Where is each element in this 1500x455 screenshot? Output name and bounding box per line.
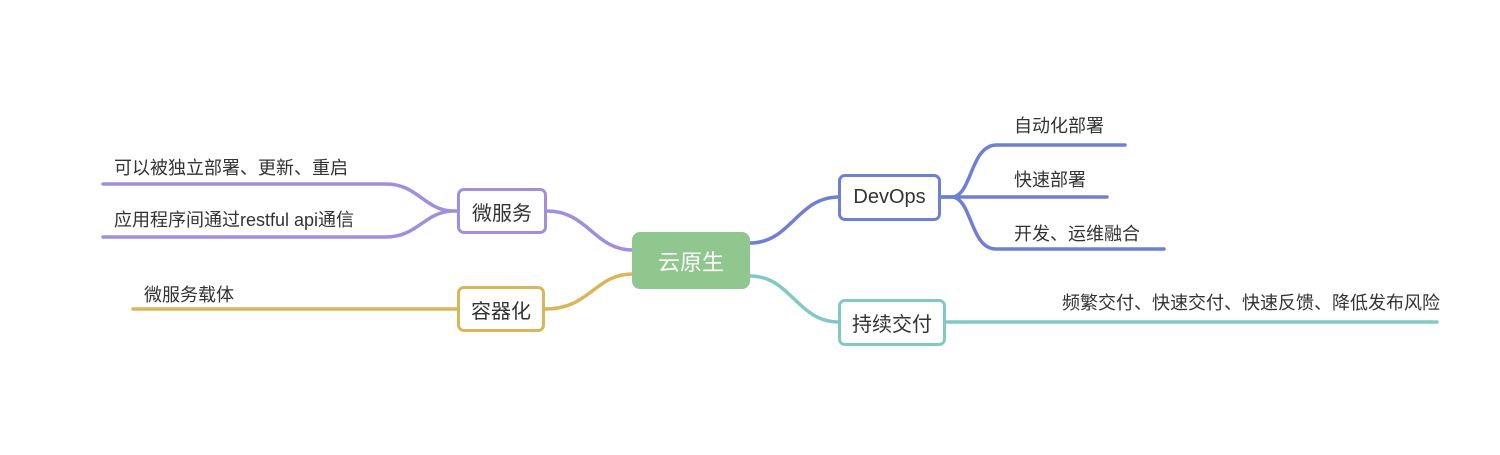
topic-containerization-carrier[interactable]: 微服务载体 <box>144 285 234 305</box>
root-node-cloud-native[interactable]: 云原生 <box>632 232 750 289</box>
topic-microservices-deploy-update-restart[interactable]: 可以被独立部署、更新、重启 <box>114 158 348 178</box>
edge-root-to-containerization <box>543 272 635 311</box>
branch-node-devops[interactable]: DevOps <box>838 174 941 221</box>
edge-root-to-microservices <box>545 209 635 252</box>
topic-devops-dev-ops-fusion[interactable]: 开发、运维融合 <box>1014 224 1140 244</box>
topic-devops-rapid-deployment[interactable]: 快速部署 <box>1014 170 1086 190</box>
edge-devops-child-3 <box>950 195 1166 251</box>
edge-root-to-continuous-delivery <box>748 274 841 324</box>
branch-node-continuous-delivery[interactable]: 持续交付 <box>838 299 946 346</box>
branch-node-microservices[interactable]: 微服务 <box>457 188 547 234</box>
topic-devops-automated-deployment[interactable]: 自动化部署 <box>1014 116 1104 136</box>
edge-root-to-devops <box>748 195 841 245</box>
edge-microservices-child-2 <box>101 209 453 239</box>
topic-microservices-restful-api[interactable]: 应用程序间通过restful api通信 <box>114 210 355 230</box>
topic-continuous-delivery-benefits[interactable]: 频繁交付、快速交付、快速反馈、降低发布风险 <box>1062 293 1440 313</box>
branch-node-containerization[interactable]: 容器化 <box>457 286 545 332</box>
